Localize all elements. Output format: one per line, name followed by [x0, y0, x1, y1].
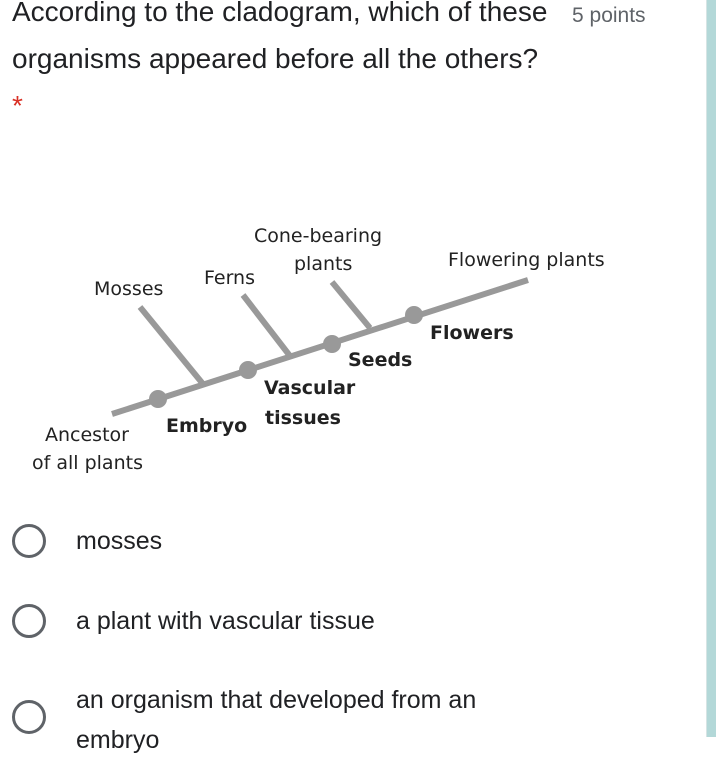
radio-button[interactable]	[12, 604, 46, 638]
taxon-flowering: Flowering plants	[448, 249, 605, 271]
question-text: According to the cladogram, which of the…	[12, 0, 548, 74]
node-vascular	[239, 361, 257, 379]
root-label: Ancestor	[45, 424, 129, 446]
taxon-ferns: Ferns	[204, 267, 255, 289]
branch-mosses	[137, 305, 206, 386]
node-embryo	[149, 390, 167, 408]
option-embryo[interactable]: an organism that developed from an embry…	[12, 686, 546, 760]
trait-seeds: Seeds	[348, 349, 412, 371]
main-lineage	[111, 277, 529, 417]
option-vascular[interactable]: a plant with vascular tissue	[12, 604, 546, 641]
root-label-2: of all plants	[32, 452, 143, 474]
option-label: mosses	[76, 527, 163, 555]
required-asterisk: *	[12, 90, 23, 121]
trait-embryo: Embryo	[166, 415, 247, 437]
radio-button[interactable]	[12, 700, 46, 734]
node-seeds	[323, 335, 341, 353]
taxon-cone-bearing: Cone-bearing	[254, 225, 382, 247]
taxon-cone-bearing-2: plants	[294, 253, 352, 275]
side-border	[706, 0, 716, 737]
points-label: 5 points	[572, 4, 646, 27]
question-title: According to the cladogram, which of the…	[12, 0, 552, 129]
branch-ferns	[240, 293, 293, 358]
cladogram-image: Mosses Ferns Cone-bearing plants Floweri…	[32, 225, 605, 474]
branch-cone-bearing	[329, 280, 373, 330]
trait-vascular: Vascular	[264, 377, 356, 399]
taxon-mosses: Mosses	[94, 278, 163, 300]
trait-vascular-2: tissues	[265, 407, 341, 429]
radio-button[interactable]	[12, 524, 46, 558]
option-label: a plant with vascular tissue	[76, 607, 375, 635]
option-label: an organism that developed from an embry…	[76, 686, 477, 754]
node-flowers	[405, 306, 423, 324]
trait-flowers: Flowers	[430, 322, 514, 344]
option-mosses[interactable]: mosses	[12, 524, 546, 561]
